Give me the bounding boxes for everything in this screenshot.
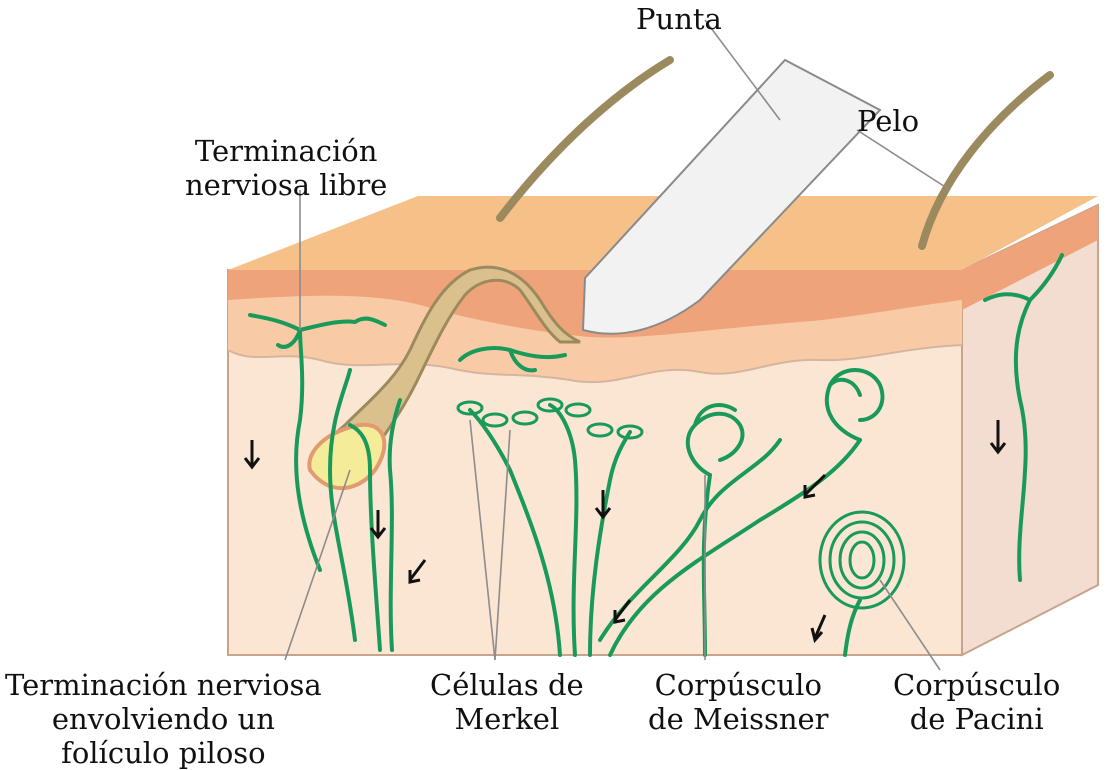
label-pelo: Pelo (857, 104, 919, 138)
hair-left (500, 60, 670, 218)
label-punta: Punta (636, 2, 722, 36)
label-free-nerve-ending: Terminación nerviosa libre (185, 134, 387, 202)
label-merkel-cells: Células de Merkel (430, 668, 584, 736)
label-meissner: Corpúsculo de Meissner (648, 668, 829, 736)
label-follicle-nerve: Terminación nerviosa envolviendo un folí… (5, 668, 322, 770)
label-pacini: Corpúsculo de Pacini (893, 668, 1060, 736)
